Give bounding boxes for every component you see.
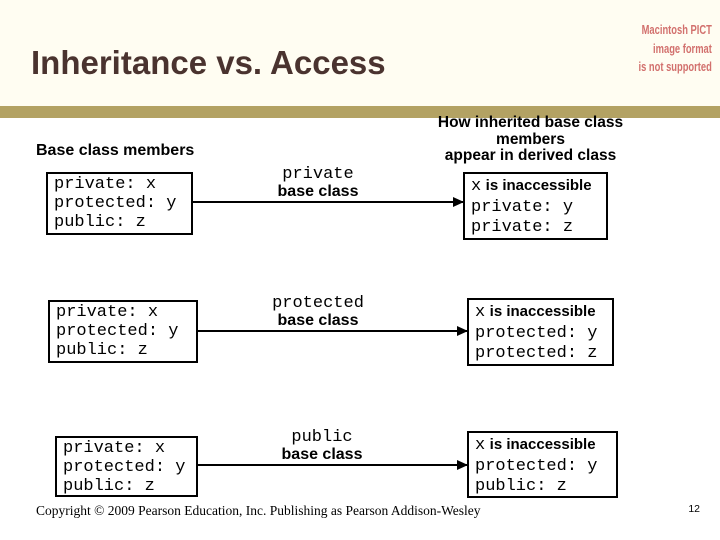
derived-class-result-box: x is inaccessible private: y private: z xyxy=(463,172,608,240)
member-line: private: x xyxy=(56,303,159,322)
base-class-members-heading: Base class members xyxy=(36,142,195,159)
member-line: public: z xyxy=(54,213,146,232)
accent-divider-bar xyxy=(0,106,720,118)
page-title: Inheritance vs. Access xyxy=(31,44,386,81)
member-line: protected: z xyxy=(475,344,598,363)
inaccessible-text: is inaccessible xyxy=(489,303,596,320)
member-line: public: z xyxy=(56,341,148,360)
base-class-members-box: private: x protected: y public: z xyxy=(55,436,198,497)
base-class-members-box: private: x protected: y public: z xyxy=(46,172,193,235)
inaccessible-line: x is inaccessible xyxy=(475,302,610,324)
inaccessible-line: x is inaccessible xyxy=(475,435,614,457)
member-line: protected: y xyxy=(56,322,179,341)
derived-class-heading: How inherited base class members appear … xyxy=(423,114,638,165)
inheritance-arrow xyxy=(198,325,468,336)
variable-name: x xyxy=(475,436,486,455)
arrowhead-icon xyxy=(453,196,464,207)
access-keyword-label: public xyxy=(291,428,353,447)
member-line: private: y xyxy=(471,197,574,217)
copyright-notice: Copyright © 2009 Pearson Education, Inc.… xyxy=(36,503,481,518)
access-keyword-label: private xyxy=(282,165,354,184)
pict-notice-line: Macintosh PICT xyxy=(641,22,712,37)
arrowhead-icon xyxy=(457,325,468,336)
inheritance-arrow xyxy=(198,459,468,470)
derived-class-result-box: x is inaccessible protected: y protected… xyxy=(467,298,614,366)
derived-heading-line: appear in derived class xyxy=(444,147,617,164)
arrowhead-icon xyxy=(457,459,468,470)
slide-page-number: 12 xyxy=(688,503,700,515)
member-line: private: x xyxy=(63,439,166,458)
inaccessible-text: is inaccessible xyxy=(489,436,596,453)
member-line: protected: y xyxy=(54,194,177,213)
inheritance-arrow-label: private base class xyxy=(248,166,388,200)
base-class-label: base class xyxy=(277,312,359,329)
member-line: protected: y xyxy=(63,458,186,477)
base-class-label: base class xyxy=(281,446,363,463)
pict-notice-line: image format xyxy=(653,40,712,56)
derived-class-result-box: x is inaccessible protected: y public: z xyxy=(467,431,618,498)
variable-name: x xyxy=(471,177,482,196)
member-line: public: z xyxy=(63,477,155,496)
member-line: protected: y xyxy=(475,456,598,476)
base-class-label: base class xyxy=(277,183,359,200)
inheritance-arrow xyxy=(193,196,464,207)
inheritance-arrow-label: protected base class xyxy=(248,295,388,329)
member-line: private: z xyxy=(471,218,574,237)
access-keyword-label: protected xyxy=(272,294,364,313)
base-class-members-box: private: x protected: y public: z xyxy=(48,300,198,363)
member-line: public: z xyxy=(475,477,567,496)
derived-heading-line: members xyxy=(496,130,565,148)
inheritance-arrow-label: public base class xyxy=(252,429,392,463)
pict-notice-line: is not supported xyxy=(638,59,712,74)
inaccessible-line: x is inaccessible xyxy=(471,176,604,198)
derived-heading-line: How inherited base class xyxy=(437,114,624,131)
header-band xyxy=(0,0,720,106)
member-line: private: x xyxy=(54,175,157,194)
pict-placeholder-notice: Macintosh PICT image format is not suppo… xyxy=(639,21,712,77)
variable-name: x xyxy=(475,303,486,322)
member-line: protected: y xyxy=(475,323,598,343)
inaccessible-text: is inaccessible xyxy=(485,177,592,194)
